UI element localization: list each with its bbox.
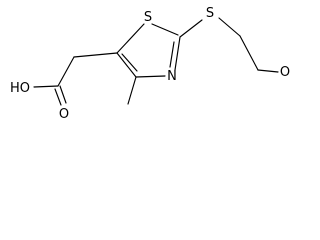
- bond-c-oh: [33, 85, 59, 88]
- acetic-acid-chain: [33, 52, 118, 106]
- thioether-sulfur-label: S: [206, 6, 214, 21]
- carbonyl-oxygen-label: O: [59, 107, 69, 122]
- bond-n3-c4: [135, 75, 166, 78]
- bond-ch2-cooh: [57, 56, 75, 87]
- bond-s-ch2: [218, 17, 241, 37]
- hydroxyl-label: HO: [10, 81, 30, 96]
- bond-c5-ch2: [73, 52, 118, 58]
- bond-c4-c5: [116, 52, 137, 78]
- methyl-substituent: [127, 76, 137, 105]
- bond-ch2-ch2: [239, 35, 259, 71]
- bond-c4-methyl: [127, 76, 137, 105]
- bond-c-o-double-1: [59, 85, 67, 104]
- bond-c2-n3-double: [169, 41, 175, 68]
- ring-sulfur-label: S: [144, 10, 152, 25]
- bond-c2-s: [179, 19, 203, 38]
- bond-s1-c5: [116, 23, 145, 54]
- methoxyethylthio-chain: [179, 17, 279, 73]
- ether-oxygen-label: O: [280, 65, 290, 80]
- bond-c-o-double-2: [54, 88, 62, 106]
- bond-s1-c2: [151, 23, 179, 36]
- bond-ch2-o: [257, 69, 279, 73]
- ring-nitrogen-label: N: [167, 69, 177, 84]
- bond-c4-c5-double: [121, 53, 138, 72]
- bond-c2-n3: [174, 36, 181, 71]
- thiazole-ring: [116, 23, 181, 78]
- structural-formula: S N S O HO O: [10, 6, 290, 122]
